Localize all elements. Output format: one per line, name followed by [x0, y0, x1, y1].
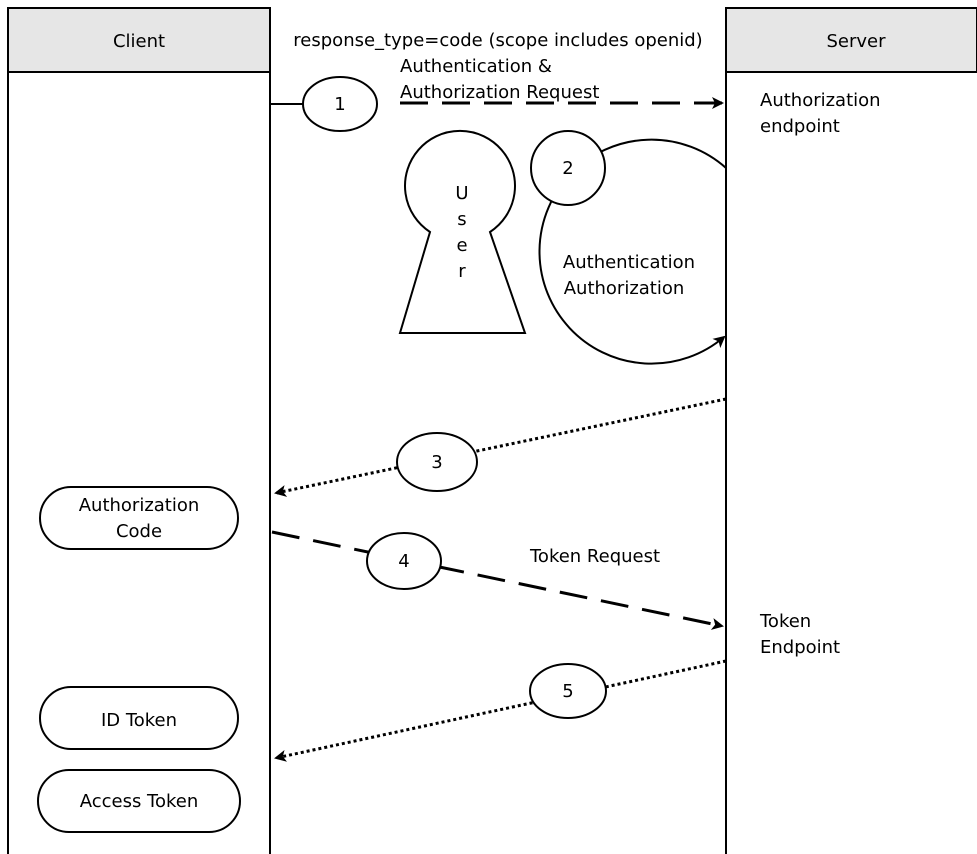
server-lane-header	[725, 7, 977, 73]
id-token-label: ID Token	[101, 710, 177, 731]
authorization-code-shape	[39, 486, 239, 550]
client-lane: Client	[7, 7, 271, 854]
client-lane-title: Client	[113, 31, 165, 52]
step-2-label-line1: Authentication	[563, 252, 695, 273]
step-3-badge	[396, 432, 478, 492]
step-2-label-line2: Authorization	[564, 278, 685, 299]
step-3-arrow	[274, 397, 727, 497]
authorization-code-box: Authorization Code	[39, 486, 239, 550]
user-letter: s	[457, 209, 466, 230]
step-1-badge	[302, 76, 378, 132]
user-letter: U	[455, 183, 468, 204]
server-lane: Server	[725, 7, 977, 854]
id-token-box: ID Token	[39, 686, 239, 750]
authorization-code-label-line1: Authorization	[79, 495, 200, 516]
id-token-shape	[39, 686, 239, 750]
user-letter: e	[456, 235, 467, 256]
authorization-endpoint-label-line1: Authorization	[760, 90, 881, 111]
step-5-number: 5	[562, 681, 573, 702]
access-token-label: Access Token	[80, 791, 199, 812]
authorization-endpoint-label-line2: endpoint	[760, 116, 840, 137]
step-1-number: 1	[334, 94, 345, 115]
step-2-authentication-loop: 2 Authentication Authorization	[530, 130, 727, 365]
authorization-code-label-line2: Code	[116, 521, 162, 542]
step-2-loop-arrow	[538, 138, 727, 365]
step-5-arrow	[274, 659, 727, 762]
server-lane-title: Server	[826, 31, 886, 52]
step-1-label-line2: Authorization Request	[400, 82, 599, 103]
user-keyhole-icon	[398, 129, 527, 334]
step-4-number: 4	[398, 551, 409, 572]
step-1-label-line1: Authentication &	[400, 56, 552, 77]
access-token-box: Access Token	[37, 769, 241, 833]
access-token-shape	[37, 769, 241, 833]
step-4-badge	[366, 532, 442, 590]
step-2-number: 2	[562, 158, 573, 179]
step-3-authorization-response: 3	[274, 397, 727, 497]
client-lane-header	[7, 7, 271, 73]
user-letter: r	[458, 261, 466, 282]
step-5-token-response: 5	[274, 659, 727, 762]
response-type-label: response_type=code (scope includes openi…	[293, 30, 702, 51]
user-figure: U s e r	[398, 129, 527, 334]
step-4-label: Token Request	[529, 546, 660, 567]
step-1-authorization-request: 1 Authentication & Authorization Request	[270, 56, 724, 132]
token-endpoint-label-line1: Token	[759, 611, 811, 632]
token-endpoint-label-line2: Endpoint	[760, 637, 840, 658]
step-3-number: 3	[431, 452, 442, 473]
step-5-badge	[529, 663, 607, 719]
step-4-arrow	[271, 530, 724, 630]
step-4-token-request: 4 Token Request	[271, 530, 724, 630]
step-2-badge	[530, 130, 606, 206]
